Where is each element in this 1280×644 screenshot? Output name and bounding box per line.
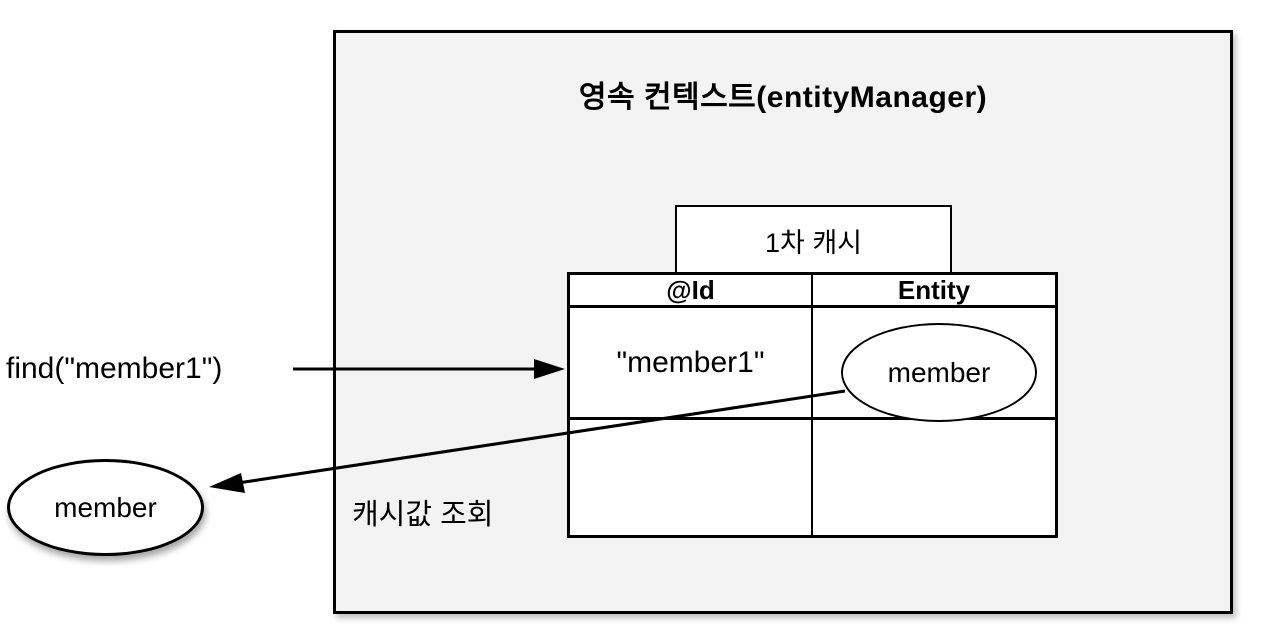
result-member-label: member <box>54 491 157 523</box>
cache-lookup-label: 캐시값 조회 <box>352 499 494 531</box>
table-header-id: @Id <box>570 275 813 308</box>
diagram-title: 영속 컨텍스트(entityManager) <box>578 81 988 114</box>
table-header-entity: Entity <box>813 275 1055 308</box>
find-call-label: find("member1") <box>6 352 223 385</box>
table-cell-id-row2 <box>570 420 813 535</box>
table-cell-entity-row2 <box>813 420 1055 535</box>
first-level-cache-label-box: 1차 캐시 <box>675 205 952 275</box>
result-member-ellipse: member <box>7 459 204 556</box>
table-cell-id-row1: "member1" <box>570 308 813 420</box>
member-entity-label: member <box>887 356 991 388</box>
member-entity-ellipse: member <box>841 323 1037 422</box>
first-level-cache-label: 1차 캐시 <box>764 227 863 258</box>
